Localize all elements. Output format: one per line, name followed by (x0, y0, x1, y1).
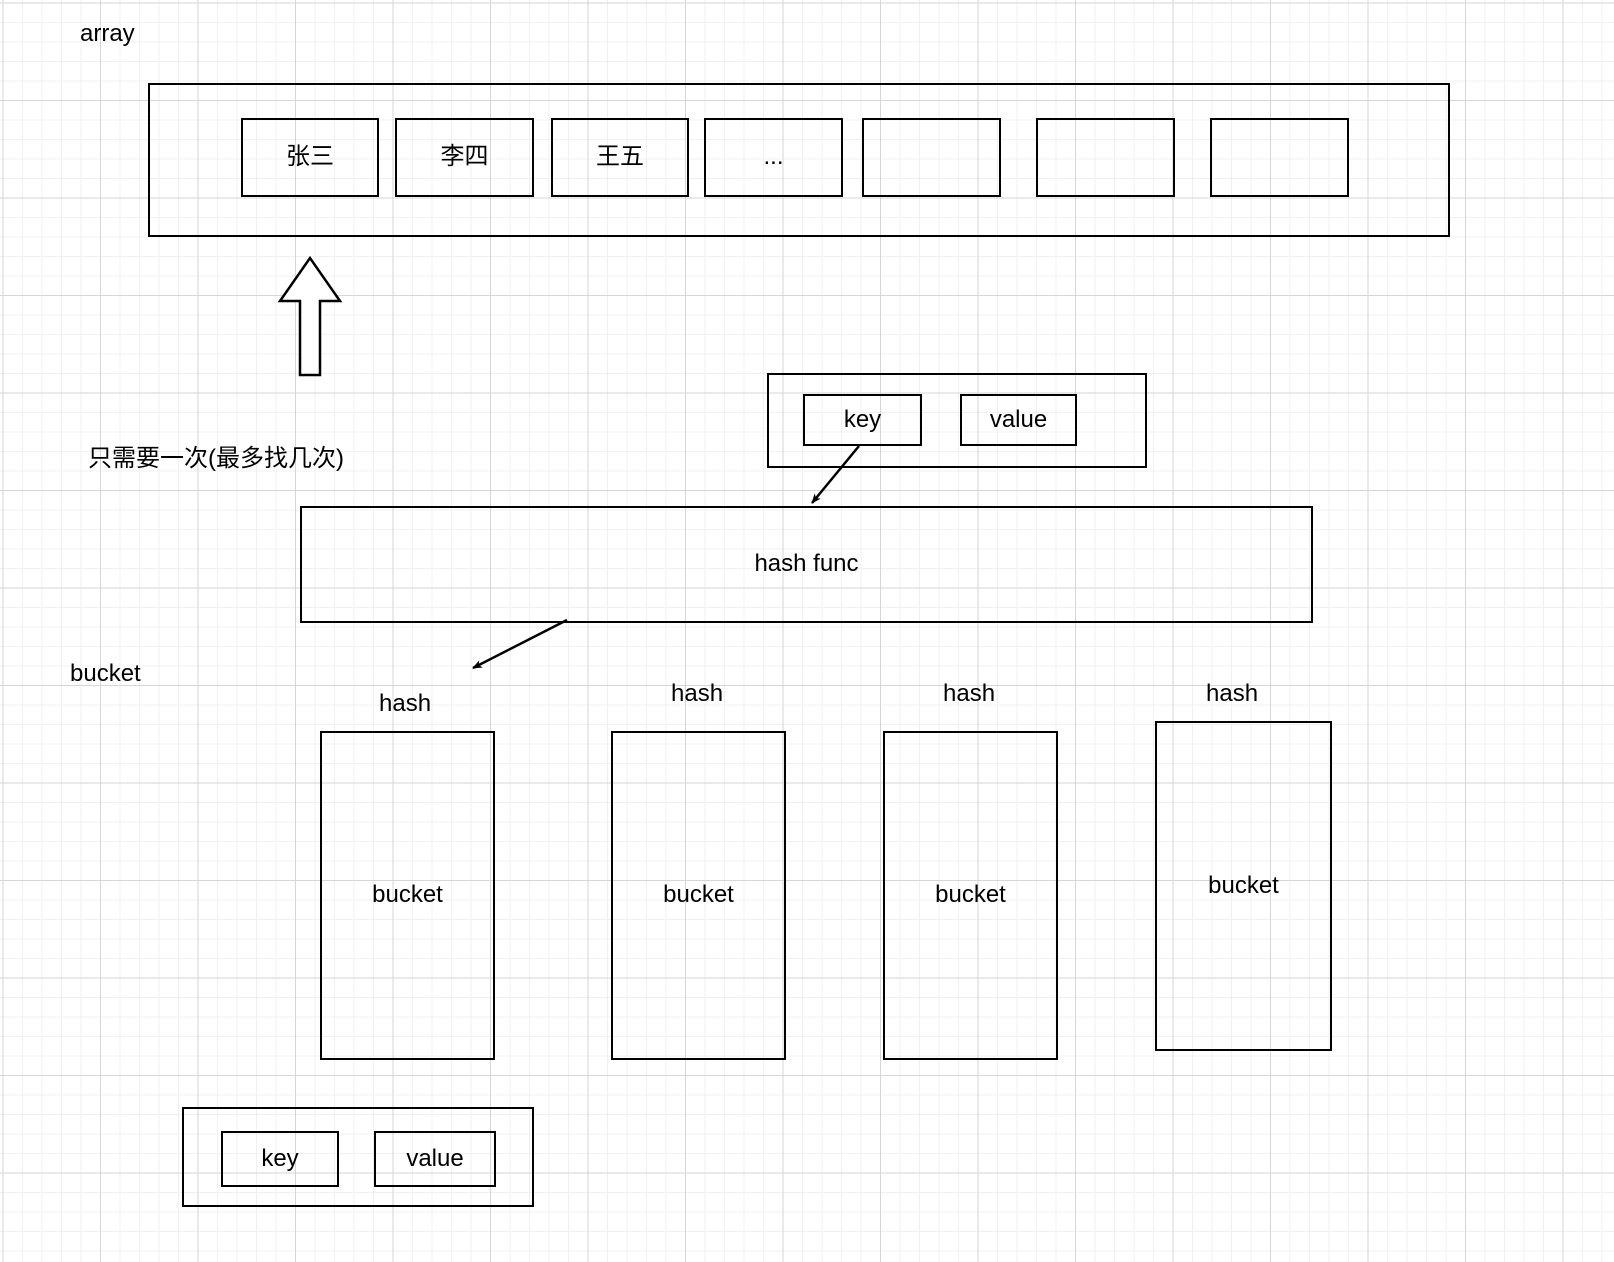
array-cell-2-label: 王五 (596, 143, 644, 171)
kv-entry-top-container (767, 373, 1147, 468)
array-cell-2[interactable]: 王五 (551, 118, 689, 197)
array-cell-0[interactable]: 张三 (241, 118, 379, 197)
array-cell-5[interactable] (1036, 118, 1175, 197)
bucket-box-1[interactable]: bucket (611, 731, 786, 1060)
bucket-hash-label-1: hash (671, 680, 724, 707)
array-cell-4[interactable] (862, 118, 1001, 197)
kv-entry-bottom-value-label: value (406, 1144, 464, 1172)
kv-entry-top-value-label: value (989, 405, 1048, 433)
kv-entry-bottom-container (182, 1107, 534, 1207)
bucket-box-2[interactable]: bucket (883, 731, 1058, 1060)
array-cell-3-label: ... (763, 143, 784, 171)
array-cell-1[interactable]: 李四 (395, 118, 534, 197)
bucket-box-3[interactable]: bucket (1155, 721, 1332, 1051)
hash-func-box[interactable]: hash func (300, 506, 1313, 623)
array-container (148, 83, 1450, 237)
bucket-hash-label-0: hash (379, 690, 432, 717)
kv-entry-top-key-box[interactable]: key (803, 394, 922, 446)
bucket-box-2-label: bucket (935, 881, 1006, 909)
bucket-hash-label-3: hash (1206, 680, 1259, 707)
kv-entry-bottom-key-label: key (261, 1144, 299, 1172)
bucket-hash-label-2: hash (943, 680, 996, 707)
note-only-once-label: 只需要一次(最多找几次) (88, 445, 344, 472)
kv-entry-bottom-value-box[interactable]: value (374, 1131, 496, 1187)
hash-func-label: hash func (754, 550, 859, 578)
array-label: array (80, 20, 135, 47)
array-cell-1-label: 李四 (440, 143, 489, 171)
bucket-side-label: bucket (70, 660, 141, 687)
bucket-box-0-label: bucket (372, 881, 443, 909)
bucket-box-0[interactable]: bucket (320, 731, 495, 1060)
bucket-box-3-label: bucket (1208, 871, 1279, 899)
kv-entry-bottom-key-box[interactable]: key (221, 1131, 339, 1187)
bucket-box-1-label: bucket (663, 881, 734, 909)
kv-entry-top-key-label: key (843, 405, 882, 433)
array-cell-0-label: 张三 (286, 143, 334, 171)
block-arrow-up (277, 255, 343, 377)
array-cell-3[interactable]: ... (704, 118, 843, 197)
arrow-hashfunc-to-bucket (472, 618, 568, 670)
array-cell-6[interactable] (1210, 118, 1349, 197)
kv-entry-top-value-box[interactable]: value (960, 394, 1077, 446)
